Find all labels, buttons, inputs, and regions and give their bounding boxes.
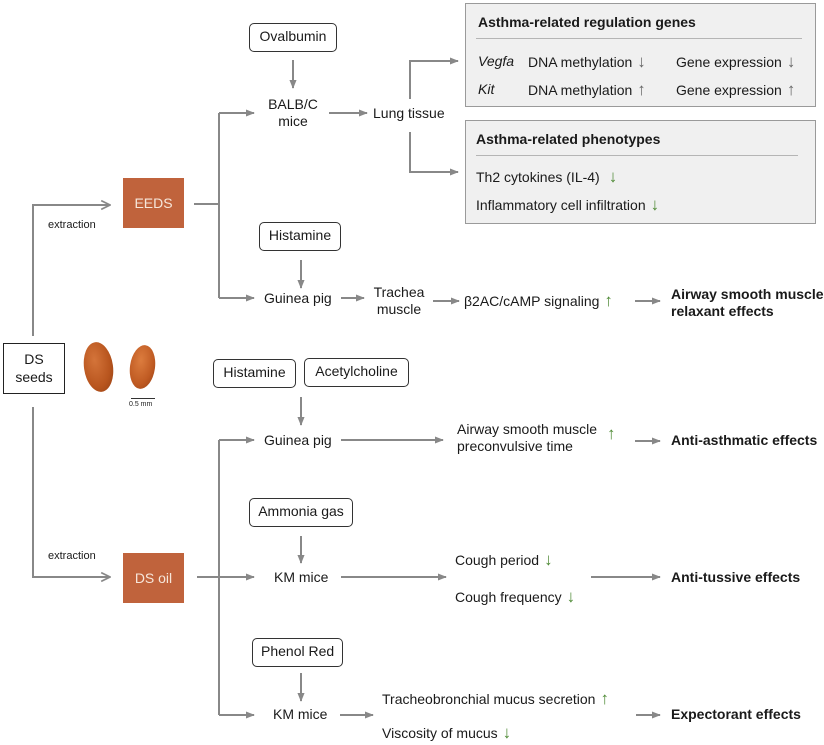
readout-cough-period: Cough period↓ [455, 551, 553, 569]
arrow-up-icon: ↑ [600, 689, 609, 708]
inducer-ovalbumin: Ovalbumin [249, 23, 337, 52]
readout-mucus-viscosity: Viscosity of mucus↓ [382, 724, 511, 742]
methylation-label: DNA methylation [528, 82, 633, 98]
ds-seeds-label-line1: DS [24, 351, 44, 367]
inducer-histamine: Histamine [259, 222, 341, 251]
phenotype-item: Inflammatory cell infiltration↓ [476, 196, 659, 214]
readout-preconvulsive: Airway smooth muscle preconvulsive time [457, 421, 597, 455]
arrow-down-icon: ↓ [566, 587, 576, 606]
model-balbc-mice: BALB/C mice [258, 96, 328, 130]
gene-expression: Gene expression↓ [676, 53, 795, 71]
phenotype-label: Inflammatory cell infiltration [476, 197, 646, 213]
ds-oil-label: DS oil [134, 570, 173, 586]
effect-relaxant: Airway smooth muscle relaxant effects [671, 286, 824, 320]
readout-label: Cough frequency [455, 589, 562, 605]
readout-mucus-secretion: Tracheobronchial mucus secretion↑ [382, 690, 609, 708]
phenotypes-panel-divider [476, 155, 798, 156]
gene-expression: Gene expression↑ [676, 81, 795, 99]
scale-bar-label: 0.5 mm [129, 401, 153, 408]
gene-methylation: DNA methylation↑ [528, 81, 646, 99]
wire-lung-up [409, 57, 459, 99]
tissue-trachea-line2: muscle [376, 301, 422, 317]
model-km-mice: KM mice [274, 569, 329, 585]
phenotypes-panel-title: Asthma-related phenotypes [476, 131, 661, 147]
ds-seeds-box: DS seeds [3, 343, 65, 394]
phenotype-item: Th2 cytokines (IL-4) ↓ [476, 168, 617, 186]
wire-seeds-to-oil [32, 407, 110, 577]
phenotype-label: Th2 cytokines (IL-4) [476, 169, 600, 185]
eeds-box: EEDS [123, 178, 184, 228]
readout-cough-frequency: Cough frequency↓ [455, 588, 575, 606]
genes-panel-title: Asthma-related regulation genes [478, 14, 696, 30]
wire-lung-down [409, 132, 459, 176]
inducer-histamine-2: Histamine [213, 359, 296, 388]
arrow-down-icon: ↓ [502, 723, 512, 742]
effect-expectorant: Expectorant effects [671, 706, 801, 722]
signal-b2ac-camp: β2AC/cAMP signaling↑ [464, 292, 613, 310]
effect-anti-tussive: Anti-tussive effects [671, 569, 801, 585]
ds-seeds-label-line2: seeds [15, 369, 53, 385]
arrow-up-icon: ↑ [604, 291, 613, 310]
arrow-up-icon: ↑ [786, 80, 796, 99]
model-km-mice-2: KM mice [273, 706, 328, 722]
extraction-label-bottom: extraction [48, 550, 96, 562]
genes-panel-divider [476, 38, 802, 39]
inducer-phenol-red: Phenol Red [252, 638, 343, 667]
tissue-trachea-muscle: Trachea muscle [368, 284, 430, 318]
readout-line1: Airway smooth muscle [457, 421, 598, 437]
model-balbc-line1: BALB/C [268, 96, 318, 112]
gene-name: Kit [478, 81, 495, 97]
wire-seeds-to-eeds [32, 205, 110, 336]
phenotypes-panel: Asthma-related phenotypes Th2 cytokines … [465, 120, 816, 224]
effect-anti-asthmatic: Anti-asthmatic effects [671, 432, 818, 448]
arrow-down-icon: ↓ [544, 550, 553, 569]
extraction-label-top: extraction [48, 219, 96, 231]
arrow-down-icon: ↓ [637, 52, 646, 71]
tissue-trachea-line1: Trachea [373, 284, 425, 300]
expression-label: Gene expression [676, 82, 782, 98]
arrow-up-icon: ↑ [607, 424, 616, 443]
readout-label: Cough period [455, 552, 540, 568]
scale-bar [131, 398, 155, 399]
ds-oil-box: DS oil [123, 553, 184, 603]
readout-label: Viscosity of mucus [382, 725, 498, 741]
effect-relaxant-line1: Airway smooth muscle [671, 286, 824, 302]
gene-methylation: DNA methylation↓ [528, 53, 646, 71]
signal-label: β2AC/cAMP signaling [464, 293, 600, 309]
model-guinea-pig-2: Guinea pig [264, 432, 332, 448]
arrow-down-icon: ↓ [608, 167, 618, 186]
readout-label: Tracheobronchial mucus secretion [382, 691, 596, 707]
model-balbc-line2: mice [278, 113, 308, 129]
effect-relaxant-line2: relaxant effects [671, 303, 774, 319]
inducer-ammonia-gas: Ammonia gas [249, 498, 353, 527]
gene-name: Vegfa [478, 53, 515, 69]
methylation-label: DNA methylation [528, 54, 633, 70]
eeds-label: EEDS [134, 195, 173, 211]
readout-line2: preconvulsive time [457, 438, 573, 454]
genes-panel: Asthma-related regulation genes Vegfa DN… [465, 3, 816, 107]
arrow-down-icon: ↓ [650, 195, 660, 214]
arrow-up-icon: ↑ [637, 80, 646, 99]
model-guinea-pig: Guinea pig [264, 290, 332, 306]
inducer-acetylcholine: Acetylcholine [304, 358, 409, 387]
arrow-down-icon: ↓ [786, 52, 796, 71]
expression-label: Gene expression [676, 54, 782, 70]
tissue-lung: Lung tissue [373, 105, 445, 121]
